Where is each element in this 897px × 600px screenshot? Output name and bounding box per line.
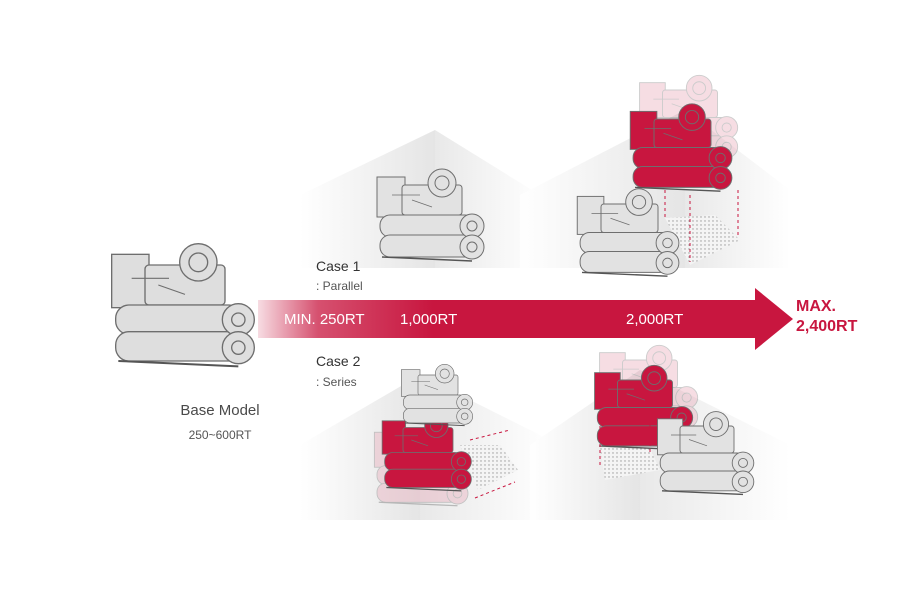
base-model-range: 250~600RT	[188, 428, 252, 442]
case2-subtitle: : Series	[316, 375, 357, 389]
floor-hatch-case2-left	[460, 445, 518, 490]
capacity-2000rt-label: 2,000RT	[626, 311, 684, 328]
capacity-1000rt-label: 1,000RT	[400, 311, 458, 328]
case1-drop-lines	[664, 190, 739, 262]
base-model-title: Base Model	[180, 402, 260, 419]
case2-title: Case 2	[316, 353, 361, 369]
case1-subtitle: : Parallel	[316, 279, 363, 293]
min-capacity-label: MIN. 250RT	[284, 311, 365, 328]
floor-hatch-case1	[665, 215, 740, 265]
case2-right-drop-lines	[599, 420, 651, 468]
case1-title: Case 1	[316, 258, 361, 274]
max-capacity-label-line1: MAX.	[796, 298, 836, 315]
max-capacity-label-line2: 2,400RT	[796, 318, 858, 335]
base-model-chiller-image	[110, 242, 256, 368]
floor-hatch-case2-right	[600, 448, 660, 480]
case2-white-chiller-image	[400, 363, 474, 427]
capacity-arrow	[258, 288, 793, 350]
case2-left-arrows	[469, 429, 516, 499]
